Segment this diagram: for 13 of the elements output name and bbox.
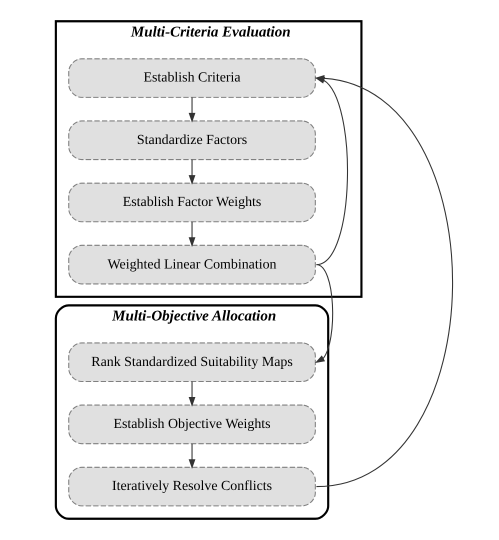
arrow: [188, 444, 195, 469]
arrow: [188, 382, 195, 407]
arrow: [188, 98, 195, 123]
arrow: [314, 264, 333, 363]
node-box: Iteratively Resolve Conflicts: [68, 466, 316, 506]
node-box: Establish Criteria: [68, 58, 316, 98]
arrow: [188, 160, 195, 185]
arrow: [188, 222, 195, 247]
node-box: Weighted Linear Combination: [68, 244, 316, 284]
node-box: Standardize Factors: [68, 120, 316, 160]
node-box: Establish Objective Weights: [68, 404, 316, 444]
node-box: Establish Factor Weights: [68, 182, 316, 222]
node-box: Rank Standardized Suitability Maps: [68, 342, 316, 382]
